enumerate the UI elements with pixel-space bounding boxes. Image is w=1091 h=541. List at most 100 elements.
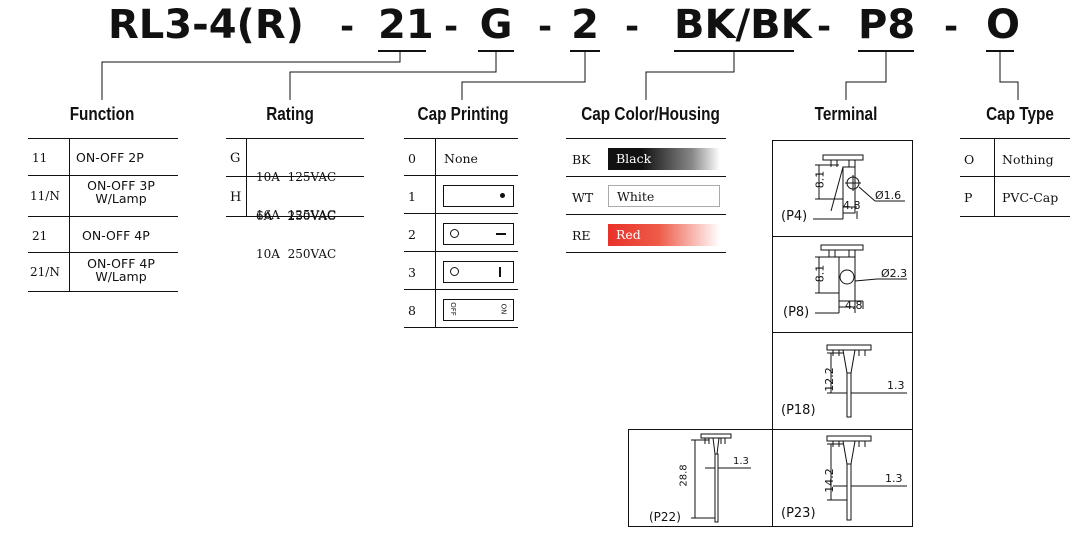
terminal-p4-drawing <box>813 154 905 220</box>
divider <box>566 214 726 215</box>
code-rating: G <box>478 0 514 52</box>
dim-height: 14.2 <box>822 468 836 493</box>
function-desc-line: ON-OFF 3P <box>87 178 155 193</box>
dim-diameter: Ø2.3 <box>881 267 908 280</box>
dash-icon <box>496 233 506 235</box>
dim-height: 8.1 <box>813 170 827 189</box>
connector-lines <box>101 52 1019 100</box>
title-separator: - <box>944 7 959 47</box>
code-function: 21 <box>378 0 434 52</box>
circle-icon <box>450 267 459 276</box>
divider <box>435 138 436 327</box>
printing-o-dash-swatch <box>443 223 514 245</box>
divider <box>226 176 364 177</box>
cap-printing-code: 8 <box>408 303 416 318</box>
dim-height: 28.8 <box>678 464 690 487</box>
cap-type-code: P <box>964 190 973 205</box>
divider <box>28 216 178 217</box>
dim-height: 12.2 <box>822 367 836 392</box>
code-cap-color: BK/BK <box>674 0 812 52</box>
model-code: RL3-4(R) <box>108 2 304 48</box>
cap-color-code: RE <box>572 228 591 243</box>
divider <box>404 138 518 139</box>
printing-off-on-swatch: OFF ON <box>443 299 514 321</box>
function-desc: ON-OFF 3P W/Lamp <box>76 179 166 205</box>
dim-height: 8.1 <box>813 264 827 283</box>
terminal-p4: (P4) 8.1 4.8 Ø1.6 <box>772 140 913 237</box>
terminal-p18: (P18) 12.2 1.3 <box>772 332 913 430</box>
divider <box>404 213 518 214</box>
rating-values: 16A 125VAC 10A 250VAC <box>256 183 336 274</box>
code-terminal: P8 <box>858 0 915 52</box>
function-desc-line: ON-OFF 4P <box>87 256 155 271</box>
cap-type-label: PVC-Cap <box>1002 190 1059 205</box>
cap-printing-heading: Cap Printing <box>417 104 509 124</box>
function-desc: ON-OFF 2P <box>76 150 144 165</box>
title-separator: - <box>340 7 355 47</box>
divider <box>404 289 518 290</box>
cap-printing-code: 2 <box>408 227 416 242</box>
terminal-label: (P23) <box>781 506 816 521</box>
cap-printing-code: 1 <box>408 189 416 204</box>
divider <box>226 138 364 139</box>
cap-color-heading: Cap Color/Housing <box>581 104 720 124</box>
cap-printing-label: None <box>444 151 478 166</box>
divider <box>28 291 178 292</box>
terminal-p18-drawing <box>826 344 907 418</box>
function-code: 11/N <box>30 189 60 203</box>
swatch-red: Red <box>608 224 720 246</box>
rating-values: 10A 125VAC 6A 250VAC <box>256 145 336 236</box>
cap-color-code: BK <box>572 152 591 167</box>
rating-heading: Rating <box>266 104 314 124</box>
cap-printing-code: 3 <box>408 265 416 280</box>
circle-icon <box>450 229 459 238</box>
cap-printing-code: 0 <box>408 151 416 166</box>
printing-dot-swatch <box>443 185 514 207</box>
terminal-label: (P18) <box>781 403 816 418</box>
terminal-heading: Terminal <box>814 104 878 124</box>
swatch-white: White <box>608 185 720 207</box>
dim-width: 1.3 <box>885 472 903 485</box>
divider <box>960 176 1070 177</box>
on-text: ON <box>499 303 508 315</box>
divider <box>566 176 726 177</box>
function-code: 11 <box>32 151 48 165</box>
bar-icon <box>499 267 501 277</box>
terminal-p22: (P22) 28.8 1.3 <box>628 429 773 527</box>
dim-width: 1.3 <box>887 379 905 392</box>
divider <box>246 138 247 216</box>
function-heading: Function <box>69 104 135 124</box>
divider <box>28 138 178 139</box>
divider <box>28 252 178 253</box>
function-desc: ON-OFF 4P <box>82 228 150 243</box>
function-desc: ON-OFF 4P W/Lamp <box>76 257 166 283</box>
terminal-p23-drawing <box>826 435 907 521</box>
divider <box>960 216 1070 217</box>
divider <box>69 138 70 291</box>
terminal-p22-drawing <box>691 433 751 523</box>
divider <box>960 138 1070 139</box>
divider <box>994 138 995 216</box>
title-separator: - <box>538 7 553 47</box>
divider <box>566 252 726 253</box>
divider <box>566 138 726 139</box>
function-code: 21/N <box>30 265 60 279</box>
terminal-label: (P22) <box>649 510 681 524</box>
swatch-black: Black <box>608 148 720 170</box>
dot-icon <box>500 193 505 198</box>
rating-line: 10A 125VAC <box>256 170 337 184</box>
function-code: 21 <box>32 229 48 243</box>
title-separator: - <box>817 7 832 47</box>
function-desc-line: W/Lamp <box>95 269 147 284</box>
rating-line: 10A 250VAC <box>256 247 337 261</box>
terminal-p8: (P8) 8.1 4.8 Ø2.3 <box>772 236 913 333</box>
cap-type-heading: Cap Type <box>986 104 1054 124</box>
rating-line: 16A 125VAC <box>256 208 337 222</box>
terminal-p8-drawing <box>815 244 907 314</box>
divider <box>404 327 518 328</box>
rating-code: H <box>230 190 242 205</box>
dim-width: 4.8 <box>845 299 863 312</box>
cap-type-label: Nothing <box>1002 152 1054 167</box>
dim-diameter: Ø1.6 <box>875 189 902 202</box>
code-cap-printing: 2 <box>570 0 600 52</box>
